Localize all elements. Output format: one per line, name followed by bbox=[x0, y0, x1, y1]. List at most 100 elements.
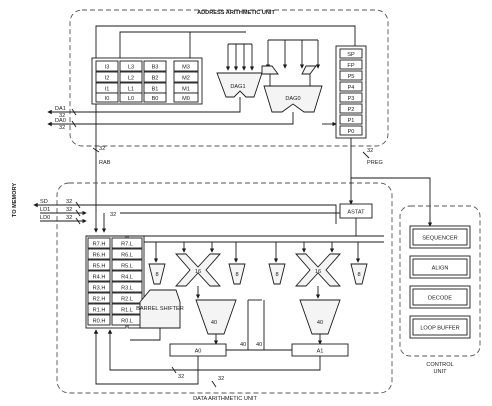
reg-h-label: R0.H bbox=[93, 319, 106, 325]
control-unit-caption-line2: UNIT bbox=[433, 369, 447, 375]
register-p5-label: P5 bbox=[348, 74, 355, 80]
register-l1-label: L1 bbox=[128, 87, 134, 93]
register-l0-label: L0 bbox=[128, 96, 134, 102]
reg-h-label: R7.H bbox=[93, 242, 106, 248]
acc-link-width-right: 40 bbox=[256, 342, 262, 348]
register-i2 bbox=[95, 71, 119, 83]
mac0-left-mux bbox=[148, 263, 166, 285]
reg-h-r7-h bbox=[87, 237, 111, 249]
register-fp-label: FP bbox=[347, 63, 354, 69]
mac0-left-width: 8 bbox=[155, 272, 158, 278]
register-i3 bbox=[95, 60, 119, 72]
mac0-accumulator-adder bbox=[195, 299, 237, 335]
dag0-mux-left bbox=[261, 65, 279, 75]
barrel-shifter-label: BARREL SHIFTER bbox=[136, 306, 184, 312]
ld1-width: 32 bbox=[66, 207, 72, 213]
register-sp-label: SP bbox=[347, 52, 355, 58]
control-unit-caption-line1: CONTROL bbox=[426, 362, 453, 368]
reg-h-label: R2.H bbox=[93, 297, 106, 303]
control-block-label: LOOP BUFFER bbox=[420, 326, 459, 332]
mac0-multiplier bbox=[175, 253, 221, 287]
control-block-label: SEQUENCER bbox=[422, 236, 457, 242]
data-unit-boundary bbox=[56, 182, 393, 394]
register-b3 bbox=[143, 60, 167, 72]
da0-label: DA0 bbox=[55, 118, 66, 124]
mac0-right-width: 8 bbox=[235, 272, 238, 278]
dag1-label: DAG1 bbox=[230, 84, 245, 90]
index-register-file: I3 L3 B3 M3 I2 L2 B2 M2 I1 L1 B1 M1 I0 L… bbox=[91, 57, 203, 105]
data-bus-top bbox=[86, 204, 337, 224]
register-p3-label: P3 bbox=[348, 96, 355, 102]
address-unit-boundary bbox=[69, 9, 389, 147]
register-b0 bbox=[143, 92, 167, 103]
register-l2-label: L2 bbox=[128, 76, 134, 82]
address-unit-title: ADDRESS ARITHMETIC UNIT bbox=[197, 10, 275, 16]
register-p4-label: P4 bbox=[348, 85, 355, 91]
to-memory-label: TO MEMORY bbox=[12, 183, 18, 217]
da0-width: 32 bbox=[59, 125, 65, 131]
mac0-adder-width: 40 bbox=[211, 320, 217, 326]
reg-l-label: R1.L bbox=[121, 308, 133, 314]
da0-internal-line bbox=[82, 112, 294, 125]
astat-label: ASTAT bbox=[347, 210, 365, 216]
mac0: 8 16 8 BARREL SHIFTER 40 A0 bbox=[136, 242, 246, 357]
register-m2 bbox=[173, 71, 199, 83]
register-b2-label: B2 bbox=[152, 76, 159, 82]
mac1-left-mux bbox=[268, 263, 286, 285]
preg-width: 32 bbox=[367, 148, 373, 154]
reg-h-r3-h bbox=[87, 281, 111, 293]
reg-h-r4-h bbox=[87, 270, 111, 282]
register-i1-label: I1 bbox=[105, 87, 110, 93]
reg-l-r2-l bbox=[111, 292, 143, 304]
register-p4 bbox=[339, 81, 363, 92]
dag0-block: DAG0 bbox=[261, 39, 323, 113]
reg-h-label: R5.H bbox=[93, 264, 106, 270]
da1-width: 32 bbox=[59, 113, 65, 119]
reg-h-r6-h bbox=[87, 248, 111, 260]
data-register-low-column: R7.LR6.LR5.LR4.LR3.LR2.LR1.LR0.L bbox=[111, 237, 143, 326]
reg-h-label: R1.H bbox=[93, 308, 106, 314]
control-block-inner bbox=[412, 258, 468, 276]
pointer-feedback-line bbox=[262, 25, 356, 46]
ld1-label: LD1 bbox=[40, 207, 50, 213]
register-b2 bbox=[143, 71, 167, 83]
register-p3 bbox=[339, 92, 363, 103]
preg-bus bbox=[350, 138, 433, 227]
dag0-adder bbox=[263, 85, 323, 113]
reg-l-r6-l bbox=[111, 248, 143, 260]
ld0-label: LD0 bbox=[40, 215, 50, 221]
register-l3 bbox=[119, 60, 143, 72]
reg-h-r5-h bbox=[87, 259, 111, 271]
da1-label: DA1 bbox=[55, 106, 66, 112]
register-i0-label: I0 bbox=[105, 96, 110, 102]
control-block-label: ALIGN bbox=[432, 266, 449, 272]
register-i3-label: I3 bbox=[105, 65, 110, 71]
barrel-shifter bbox=[139, 289, 181, 329]
rab-width: 32 bbox=[99, 146, 105, 152]
reg-h-label: R6.H bbox=[93, 253, 106, 259]
register-m2-label: M2 bbox=[182, 76, 190, 82]
reg-h-r2-h bbox=[87, 292, 111, 304]
register-l2 bbox=[119, 71, 143, 83]
address-feedback-line bbox=[95, 25, 262, 58]
mac1-left-width: 8 bbox=[275, 272, 278, 278]
control-block-inner bbox=[412, 318, 468, 336]
register-m3-label: M3 bbox=[182, 65, 190, 71]
reg-l-label: R7.L bbox=[121, 242, 133, 248]
mac0-right-mux bbox=[228, 263, 246, 285]
dag0-mux-right bbox=[301, 65, 317, 75]
mac1-right-width: 8 bbox=[357, 272, 360, 278]
reg-h-label: R3.H bbox=[93, 286, 106, 292]
control-block-inner bbox=[412, 228, 468, 246]
ld0-width: 32 bbox=[66, 215, 72, 221]
register-fp bbox=[339, 59, 363, 70]
register-b1-label: B1 bbox=[152, 87, 159, 93]
reg-l-label: R0.L bbox=[121, 319, 133, 325]
mac1: 8 16 8 40 A1 bbox=[268, 242, 368, 357]
sd-width: 32 bbox=[66, 199, 72, 205]
register-p2 bbox=[339, 103, 363, 114]
reg-h-label: R4.H bbox=[93, 275, 106, 281]
register-p0-label: P0 bbox=[348, 129, 355, 135]
register-l0 bbox=[119, 92, 143, 103]
register-m0-label: M0 bbox=[182, 96, 190, 102]
